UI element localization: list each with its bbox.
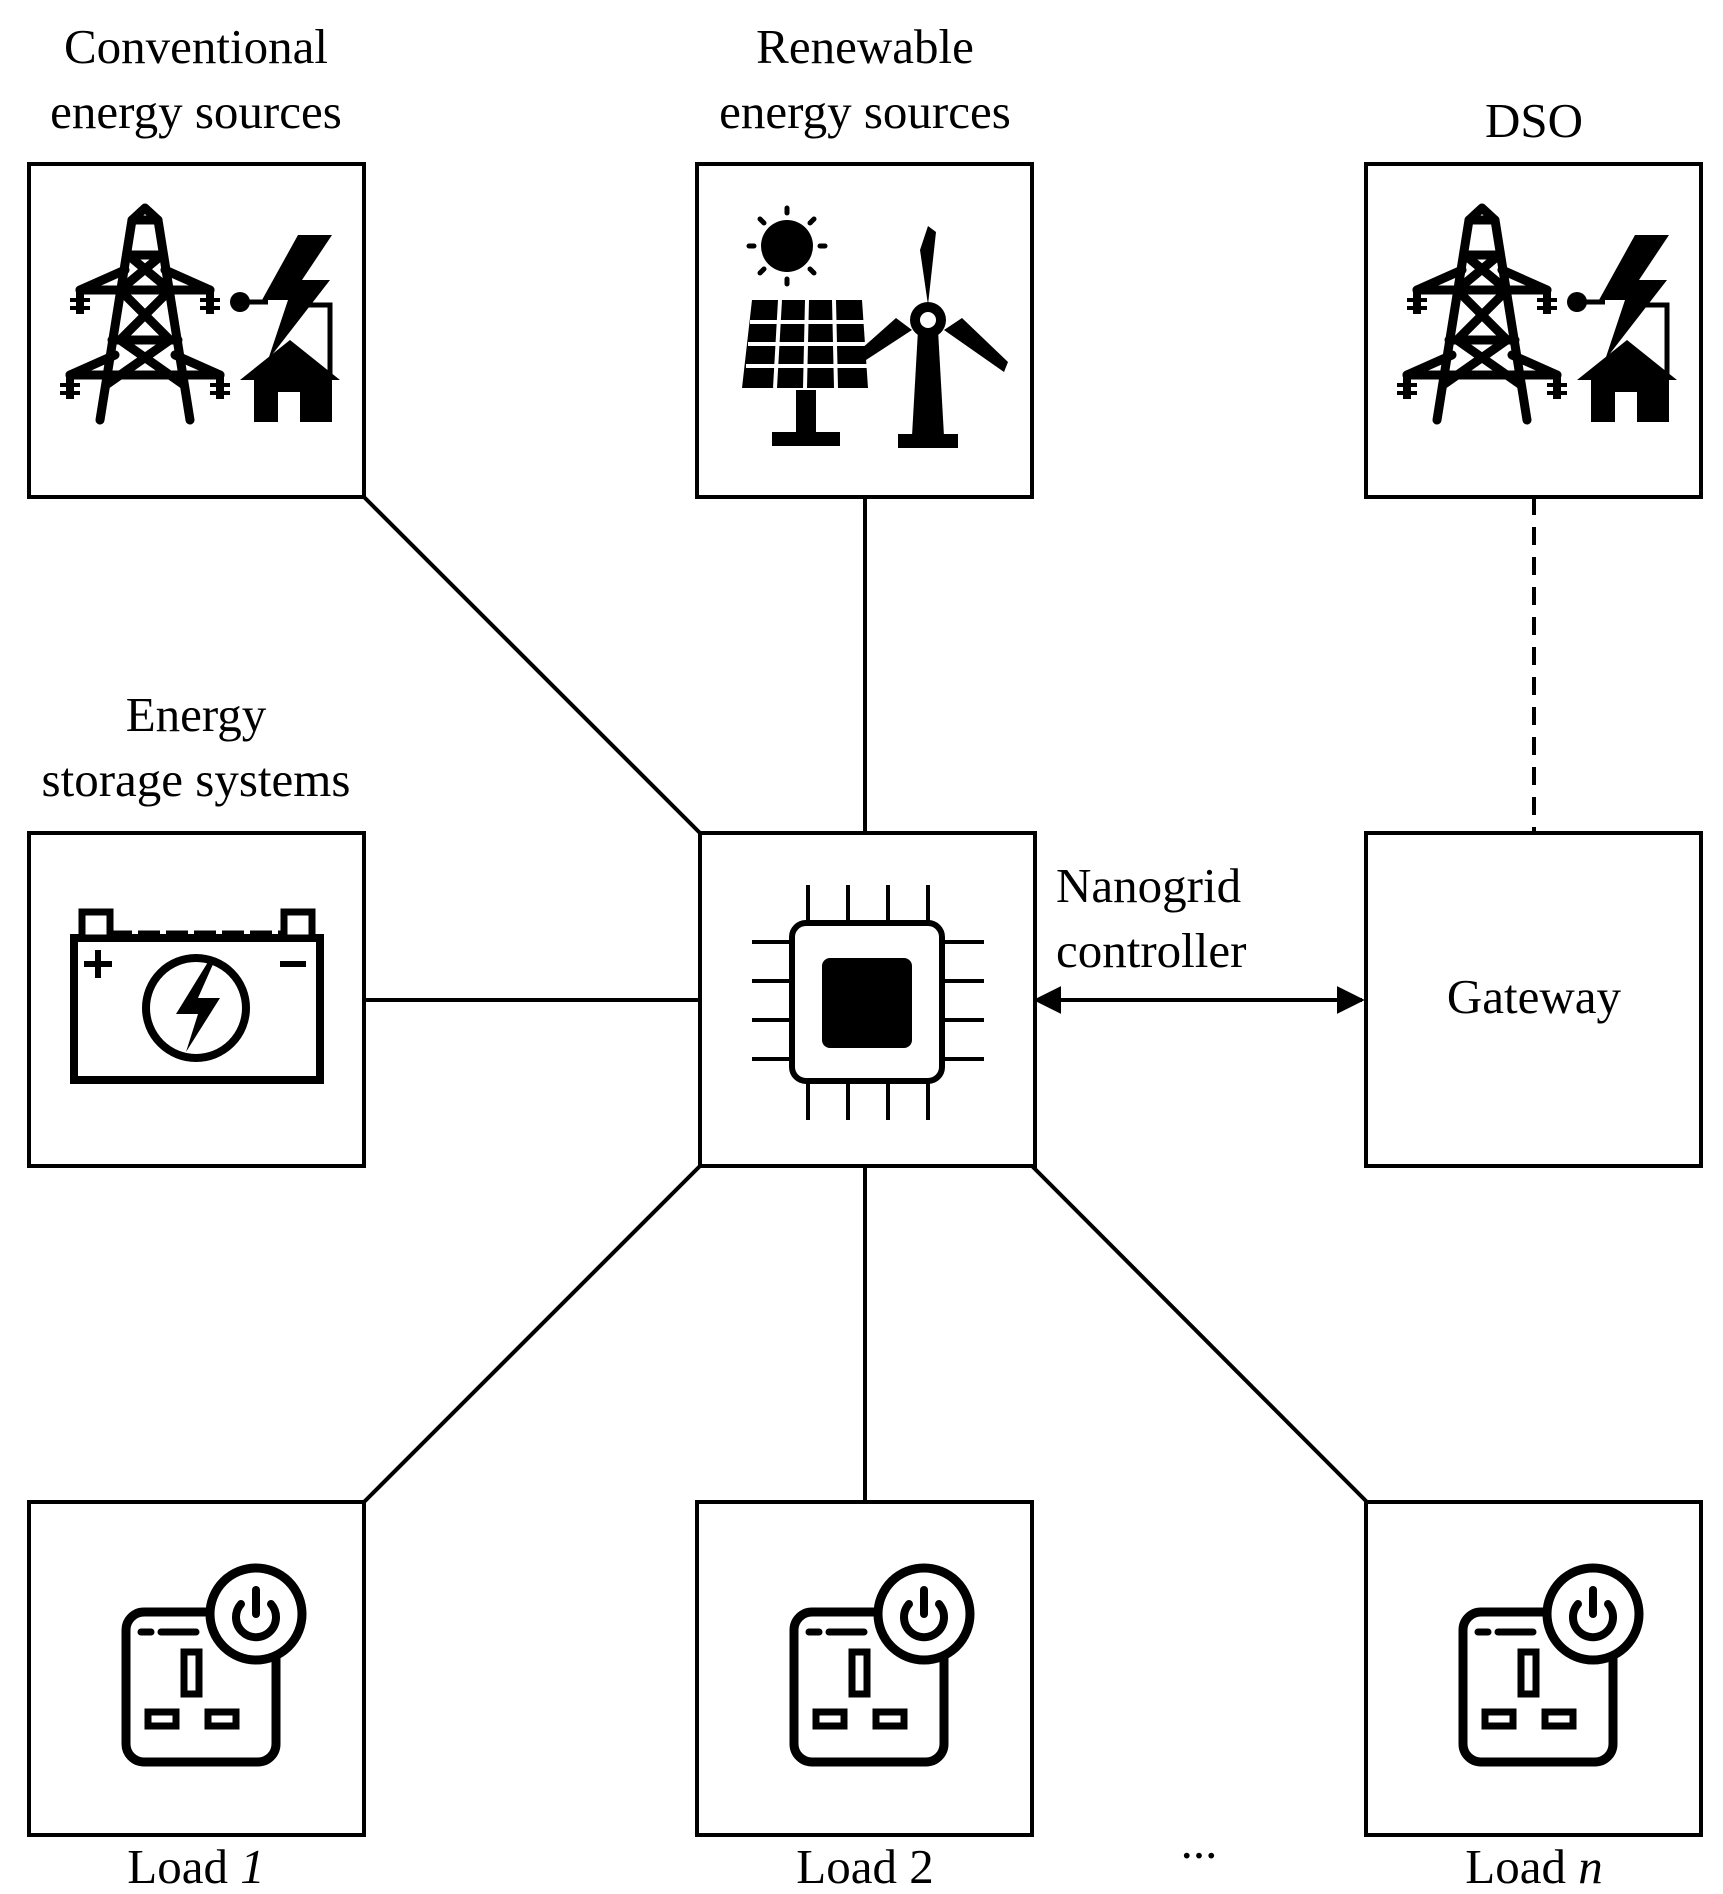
load-n-label: Load n xyxy=(1465,1839,1602,1894)
renewable-label-line2: energy sources xyxy=(719,84,1011,139)
load-n-box xyxy=(1364,1500,1703,1837)
load-1-box xyxy=(27,1500,366,1837)
load-2-box xyxy=(695,1500,1034,1837)
nanogrid-controller-box xyxy=(698,831,1037,1168)
solar-wind-icon xyxy=(742,205,1008,448)
controller-label-line1: Nanogrid xyxy=(1056,858,1241,913)
dso-box xyxy=(1364,162,1703,499)
ellipsis-label: ... xyxy=(1181,1814,1218,1869)
storage-label-line1: Energy xyxy=(126,687,267,742)
gateway-label: Gateway xyxy=(1447,969,1622,1024)
conventional-label-line2: energy sources xyxy=(50,84,342,139)
link-loadn xyxy=(1030,1164,1369,1504)
connections xyxy=(362,495,1536,1504)
link-load1 xyxy=(362,1164,702,1504)
load-1-label: Load 1 xyxy=(127,1839,264,1894)
controller-label-line2: controller xyxy=(1056,923,1246,978)
dso-label: DSO xyxy=(1485,93,1583,148)
battery-icon xyxy=(70,908,324,1084)
storage-label-line2: storage systems xyxy=(42,752,351,807)
energy-storage-box xyxy=(27,831,366,1168)
conventional-sources-box xyxy=(27,162,366,499)
conventional-label-line1: Conventional xyxy=(64,19,328,74)
renewable-label-line1: Renewable xyxy=(756,19,974,74)
link-conventional xyxy=(362,495,702,835)
gateway-box: Gateway xyxy=(1364,831,1703,1168)
renewable-sources-box xyxy=(695,162,1034,499)
load-2-label: Load 2 xyxy=(796,1839,933,1894)
microchip-icon xyxy=(752,885,984,1120)
